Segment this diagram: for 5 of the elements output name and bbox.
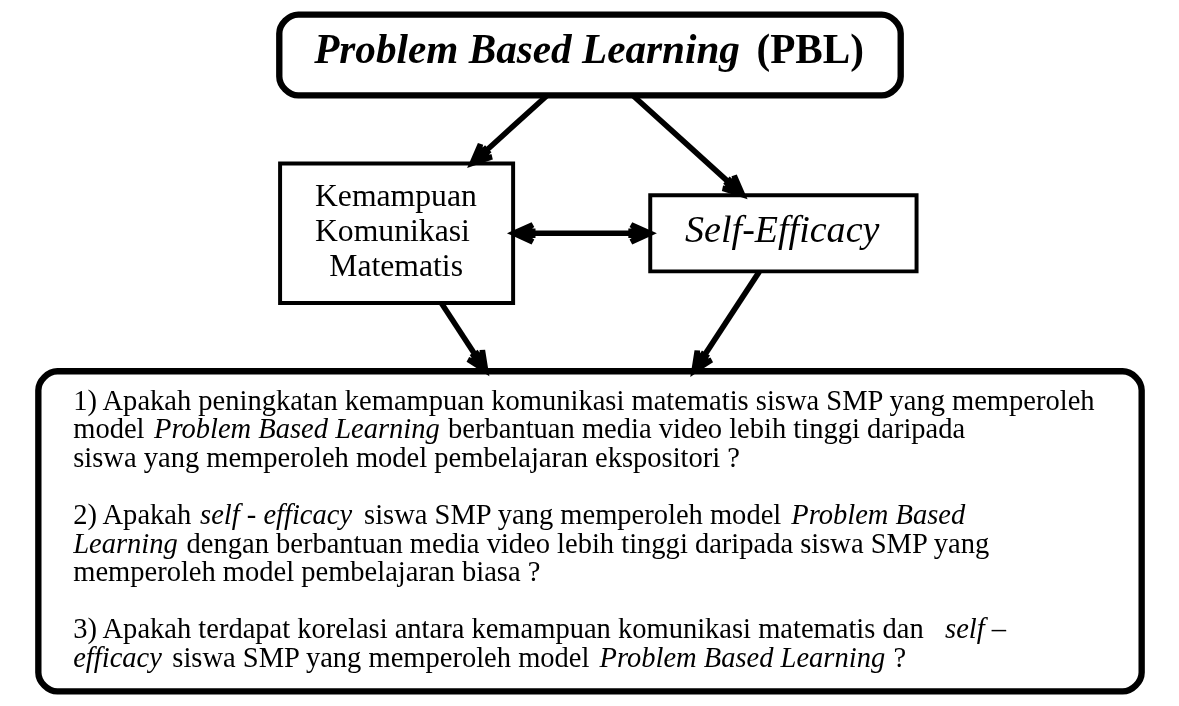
node-box: Problem Based Learning (PBL) [275, 11, 904, 99]
node-box: Kemampuan Komunikasi Matematis [277, 161, 515, 306]
node-box: Self-Efficacy [647, 193, 919, 274]
node-box: 1) Apakah peningkatan kemampuan komunikasi matematis siswa SMP yang memperoleh model Problem Based Learning berbantuan media video lebih tinggi daripada siswa yang memperoleh model pembelajaran ekspositori ? 2) Apakah self - efficacy siswa SMP yang memperoleh model Problem Based Learning dengan berbantuan media video lebih tinggi daripada siswa SMP yang memperoleh model pembelajaran biasa ? 3) Apakah terdapat korelasi antara kemampuan komunikasi matematis dan self – efficacy siswa SMP yang memperoleh model Problem Based Learning ? [34, 368, 1145, 695]
arrow [690, 270, 762, 374]
